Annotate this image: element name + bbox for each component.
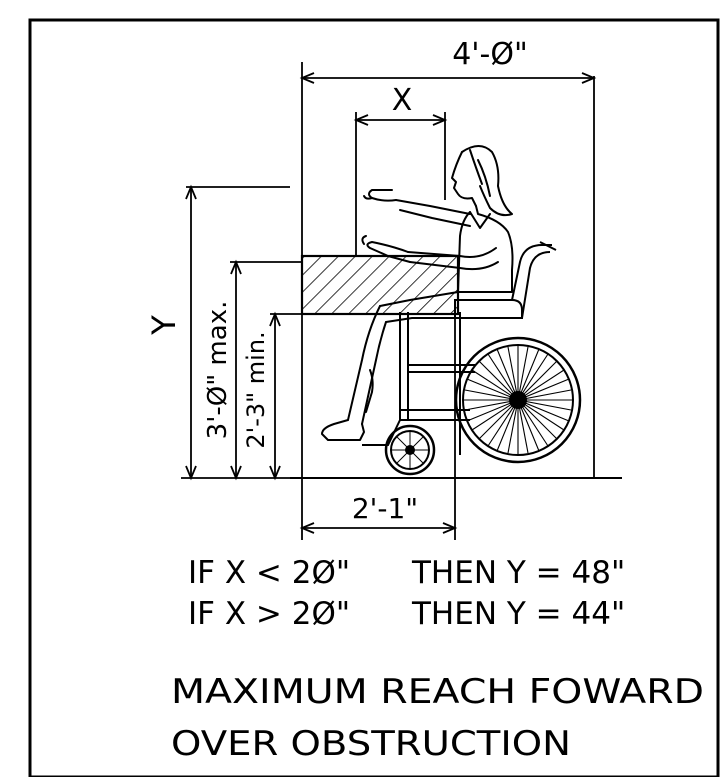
x-dimension-label: X [392, 83, 413, 118]
y-dimension [181, 184, 290, 481]
caption-line-2: OVER OBSTRUCTION [171, 724, 571, 764]
rule-2-result: THEN Y = 44" [411, 596, 625, 632]
min-height-label: 2'-3" min. [242, 331, 270, 448]
rule-1-result: THEN Y = 48" [411, 555, 625, 591]
y-dimension-label: Y [145, 315, 183, 336]
x-dimension [353, 112, 448, 256]
width-dimension-label: 4'-Ø" [452, 37, 528, 72]
wheelchair [362, 241, 582, 476]
max-height-dimension [230, 259, 302, 481]
depth-dimension [299, 310, 458, 540]
min-height-dimension [269, 311, 302, 481]
rule-1-condition: IF X < 2Ø" [188, 555, 350, 591]
drawing-border [28, 18, 720, 777]
rule-2-condition: IF X > 2Ø" [188, 596, 350, 632]
width-dimension [299, 62, 597, 478]
seated-person [321, 145, 514, 441]
depth-dimension-label: 2'-1" [352, 492, 418, 525]
caption-line-1: MAXIMUM REACH FOWARD [171, 672, 704, 712]
max-height-label: 3'-Ø" max. [203, 301, 233, 440]
